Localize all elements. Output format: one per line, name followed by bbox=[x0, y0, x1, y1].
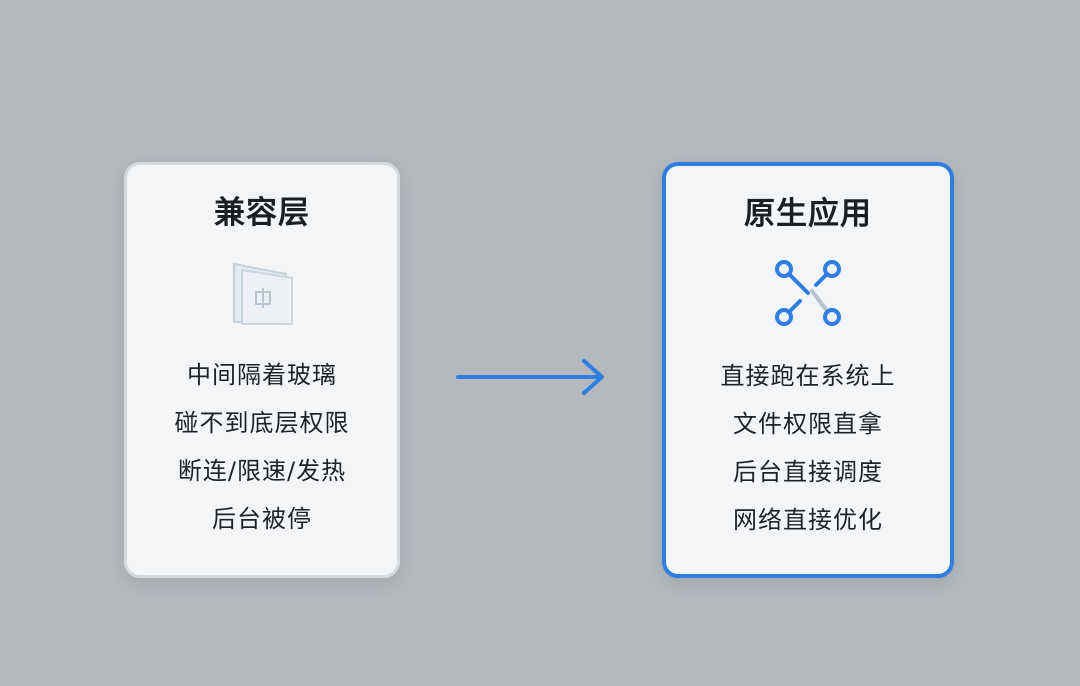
native-app-line: 后台直接调度 bbox=[733, 458, 883, 486]
compat-layer-card: 兼容层 中间隔着玻璃 碰不到底层权限 断连/限速/发热 后台被停 bbox=[124, 162, 400, 578]
compat-layer-title: 兼容层 bbox=[214, 195, 310, 231]
network-nodes-icon bbox=[666, 234, 950, 352]
native-app-line: 直接跑在系统上 bbox=[720, 362, 896, 390]
compat-layer-line: 后台被停 bbox=[212, 505, 312, 533]
native-app-line: 网络直接优化 bbox=[733, 506, 883, 534]
compat-layer-line: 中间隔着玻璃 bbox=[187, 361, 337, 389]
arrow-right-icon bbox=[456, 354, 606, 400]
compat-layer-line: 断连/限速/发热 bbox=[177, 457, 347, 485]
glass-pane-icon bbox=[127, 233, 397, 351]
native-app-card: 原生应用 直接跑在系统上 文件权限直拿 后台直接调度 网络直接优化 bbox=[662, 162, 954, 578]
native-app-line: 文件权限直拿 bbox=[733, 410, 883, 438]
compat-layer-line: 碰不到底层权限 bbox=[174, 409, 350, 437]
native-app-title: 原生应用 bbox=[744, 196, 872, 232]
